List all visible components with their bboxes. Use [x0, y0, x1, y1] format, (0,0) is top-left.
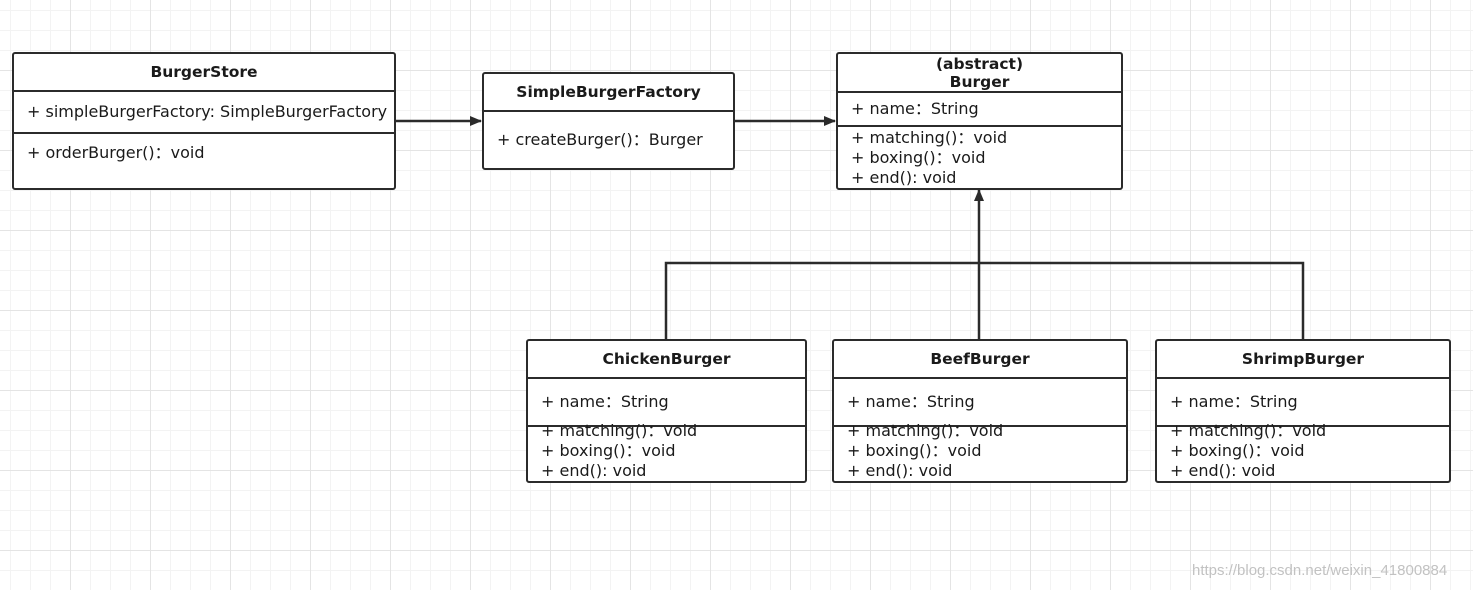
- class-name: Burger: [949, 72, 1010, 91]
- class-burger-store[interactable]: BurgerStore + simpleBurgerFactory: Simpl…: [12, 52, 396, 190]
- attribute-section: + simpleBurgerFactory: SimpleBurgerFacto…: [14, 92, 394, 134]
- class-name: BeefBurger: [930, 350, 1030, 368]
- operation: + matching()：void: [541, 421, 698, 440]
- class-shrimp-burger[interactable]: ShrimpBurger + name：String + matching()：…: [1155, 339, 1451, 483]
- operation-section: + matching()：void + boxing()：void + end(…: [1157, 421, 1449, 481]
- operation: + matching()：void: [847, 421, 1004, 440]
- operation: + boxing()：void: [851, 148, 986, 167]
- operation: + createBurger()：Burger: [497, 130, 703, 149]
- class-simple-burger-factory[interactable]: SimpleBurgerFactory + createBurger()：Bur…: [482, 72, 735, 170]
- attribute-section: + name：String: [1157, 379, 1449, 427]
- inheritance-branch-line: [664, 261, 1305, 339]
- attribute: + name：String: [851, 99, 979, 119]
- class-name: ShrimpBurger: [1241, 350, 1365, 368]
- operation: + matching()：void: [1170, 421, 1327, 440]
- class-stereotype: (abstract): [935, 54, 1024, 73]
- operation-section: + matching()：void + boxing()：void + end(…: [834, 421, 1126, 481]
- attribute-section: + name：String: [834, 379, 1126, 427]
- attribute: + simpleBurgerFactory: SimpleBurgerFacto…: [27, 102, 388, 121]
- operation: + end(): void: [541, 461, 647, 480]
- operation: + boxing()：void: [847, 441, 982, 460]
- class-name: BurgerStore: [150, 63, 258, 81]
- class-header: (abstract) Burger: [838, 54, 1121, 94]
- operation: + end(): void: [847, 461, 953, 480]
- operation-section: + matching()：void + boxing()：void + end(…: [838, 127, 1121, 188]
- operation-section: + orderBurger()：void: [14, 134, 394, 188]
- operation: + orderBurger()：void: [27, 143, 205, 162]
- class-header: ShrimpBurger: [1157, 341, 1449, 379]
- class-chicken-burger[interactable]: ChickenBurger + name：String + matching()…: [526, 339, 807, 483]
- attribute: + name：String: [541, 392, 669, 411]
- class-header: BeefBurger: [834, 341, 1126, 379]
- operation: + boxing()：void: [1170, 441, 1305, 460]
- watermark-text: https://blog.csdn.net/weixin_41800884: [1192, 562, 1448, 579]
- operation: + end(): void: [851, 168, 957, 187]
- operation: + end(): void: [1170, 461, 1276, 480]
- class-header: BurgerStore: [14, 54, 394, 92]
- attribute-section: + name：String: [838, 93, 1121, 127]
- class-burger[interactable]: (abstract) Burger + name：String + matchi…: [836, 52, 1123, 190]
- class-name: SimpleBurgerFactory: [516, 83, 701, 101]
- class-beef-burger[interactable]: BeefBurger + name：String + matching()：vo…: [832, 339, 1128, 483]
- operation: + matching()：void: [851, 128, 1008, 147]
- class-header: ChickenBurger: [528, 341, 805, 379]
- attribute: + name：String: [847, 392, 975, 411]
- operation-section: + matching()：void + boxing()：void + end(…: [528, 421, 805, 481]
- operation-section: + createBurger()：Burger: [484, 112, 733, 168]
- class-header: SimpleBurgerFactory: [484, 74, 733, 112]
- class-name: ChickenBurger: [602, 350, 731, 368]
- attribute-section: + name：String: [528, 379, 805, 427]
- operation: + boxing()：void: [541, 441, 676, 460]
- attribute: + name：String: [1170, 392, 1298, 411]
